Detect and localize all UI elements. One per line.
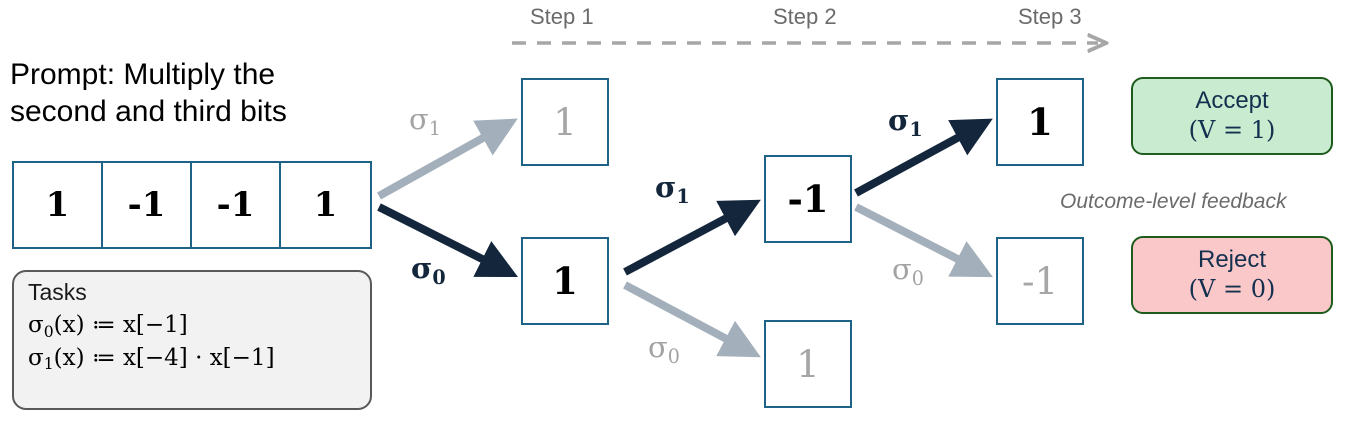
edge-label-s1-to-s2-bottom: σ0 — [648, 330, 680, 368]
feedback-caption: Outcome-level feedback — [1060, 190, 1287, 213]
sigma-symbol: σ — [888, 103, 910, 137]
sigma-index: 0 — [667, 345, 680, 369]
task-sigma1-symbol: σ — [28, 344, 44, 371]
bit-cell-2: -1 — [192, 163, 281, 247]
step-label-1: Step 1 — [530, 4, 594, 29]
sigma-symbol: σ — [648, 330, 668, 364]
edge-label-s2-to-s3-top: σ1 — [888, 103, 923, 141]
sigma-index: 1 — [428, 117, 441, 141]
input-bit-strip: 1 -1 -1 1 — [12, 161, 372, 249]
sigma-index: 1 — [676, 185, 690, 209]
task-sigma0-body: (x) ≔ x[−1] — [53, 312, 188, 338]
task-sigma0-index: 0 — [43, 321, 54, 341]
outcome-reject-value: (V = 0) — [1188, 275, 1276, 303]
outcome-reject-badge: Reject (V = 0) — [1131, 236, 1333, 314]
task-definition-sigma1: σ1(x) ≔ x[−4] · x[−1] — [28, 342, 356, 375]
node-step2-bottom: 1 — [764, 320, 852, 408]
edge-s1-to-s2-bottom — [623, 281, 761, 358]
sigma-symbol: σ — [411, 251, 433, 285]
node-step2-top: -1 — [764, 155, 852, 243]
tasks-panel: Tasks σ0(x) ≔ x[−1] σ1(x) ≔ x[−4] · x[−1… — [12, 270, 372, 410]
edge-label-s1-to-s2-top: σ1 — [655, 170, 690, 208]
task-sigma0-symbol: σ — [28, 312, 44, 338]
outcome-reject-label: Reject — [1197, 246, 1267, 274]
sigma-index: 0 — [911, 267, 924, 291]
bit-cell-0: 1 — [14, 163, 103, 247]
outcome-accept-badge: Accept (V = 1) — [1131, 77, 1333, 155]
sigma-symbol: σ — [409, 102, 429, 136]
node-step3-top: 1 — [996, 78, 1084, 166]
task-sigma1-index: 1 — [43, 354, 54, 374]
bit-cell-3: 1 — [313, 185, 338, 225]
edge-label-s2-to-s3-bottom: σ0 — [892, 252, 924, 290]
sigma-index: 0 — [432, 266, 446, 290]
edge-label-root-to-s1-bottom: σ0 — [411, 251, 446, 289]
outcome-accept-label: Accept — [1195, 87, 1269, 115]
tasks-panel-title: Tasks — [28, 279, 87, 305]
sigma-index: 1 — [909, 118, 923, 142]
task-sigma1-body: (x) ≔ x[−4] · x[−1] — [53, 344, 275, 371]
edge-root-to-s1-top — [377, 118, 518, 200]
step-label-3: Step 3 — [1018, 4, 1082, 29]
prompt-text: Prompt: Multiply the second and third bi… — [10, 58, 287, 128]
node-step1-top: 1 — [521, 78, 609, 166]
task-definition-sigma0: σ0(x) ≔ x[−1] — [28, 309, 356, 342]
step-label-2: Step 2 — [773, 4, 837, 29]
edge-label-root-to-s1-top: σ1 — [409, 102, 441, 140]
node-step3-bottom: -1 — [996, 237, 1084, 325]
sigma-symbol: σ — [892, 252, 912, 286]
edge-s1-to-s2-top — [623, 199, 761, 276]
outcome-accept-value: (V = 1) — [1188, 116, 1276, 144]
node-step1-bottom: 1 — [521, 237, 609, 325]
sigma-symbol: σ — [655, 170, 677, 204]
bit-cell-1: -1 — [103, 163, 192, 247]
